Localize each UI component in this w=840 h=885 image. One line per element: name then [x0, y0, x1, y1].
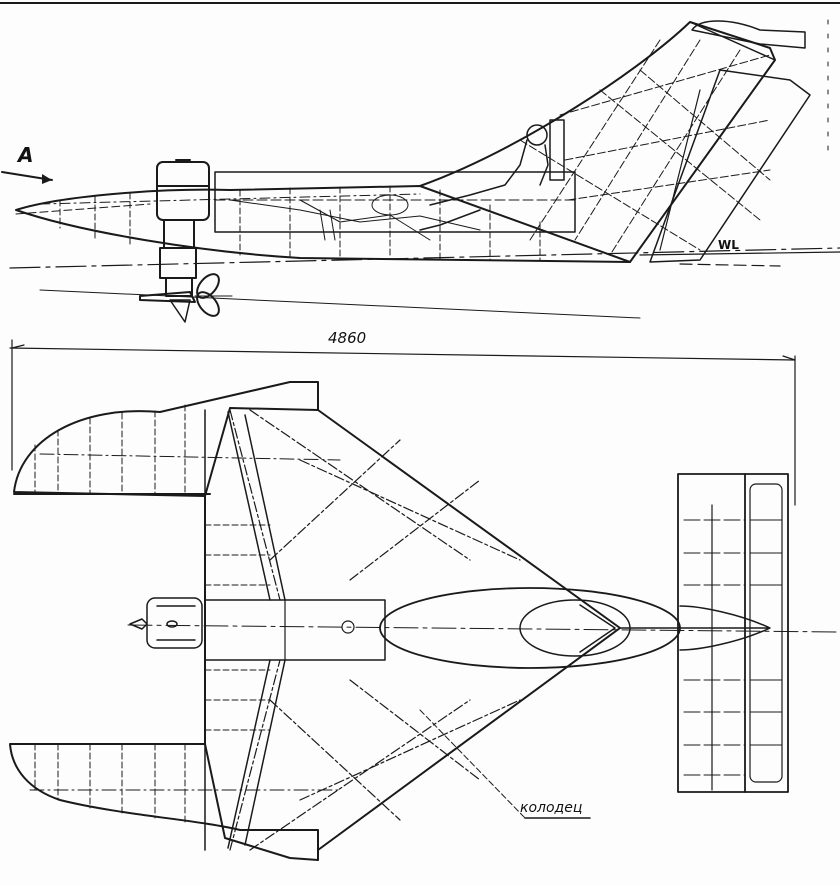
well-label: колодец [520, 800, 583, 816]
delta-wing [204, 409, 621, 851]
cabin-outline [214, 171, 576, 233]
tail-fin [419, 21, 776, 263]
canopy [519, 599, 631, 657]
tail-boom [619, 605, 771, 651]
lower-float [9, 743, 319, 861]
pilot-figure [419, 119, 565, 231]
arrow-head-icon [42, 174, 52, 184]
plan-view [9, 381, 840, 861]
motor-plan [129, 597, 203, 649]
waterline-label: WL [718, 238, 739, 252]
rudder [649, 69, 811, 263]
fin-top-pod [691, 20, 806, 49]
overall-length-label: 4860 [328, 329, 367, 347]
centerline [127, 624, 840, 633]
rear-stabilizer [677, 473, 789, 793]
overall-length-dimension [9, 339, 796, 506]
waterline-lines [9, 247, 840, 319]
hull-side [15, 185, 631, 263]
well-leader [419, 709, 526, 819]
center-fuselage [204, 599, 386, 661]
upper-float [13, 381, 319, 497]
side-elevation-view [1, 19, 840, 323]
view-arrow-label: A [18, 143, 34, 167]
